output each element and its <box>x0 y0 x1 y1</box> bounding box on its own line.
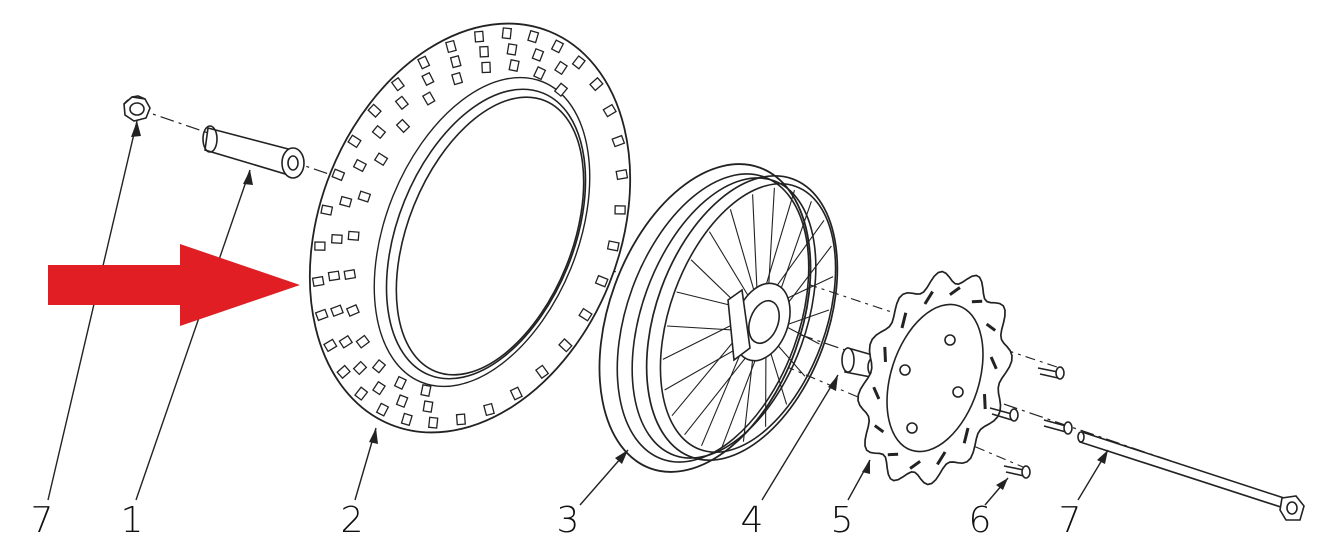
tread-block <box>429 417 438 428</box>
spacer-left-shape <box>203 126 304 178</box>
tread-block <box>451 56 461 68</box>
tread-block <box>321 205 332 215</box>
disc-slot <box>885 347 886 362</box>
label-axle-nut: 7 <box>31 503 54 539</box>
disc-slot <box>888 454 898 455</box>
brake-disc-shape <box>858 272 1012 485</box>
tread-block <box>315 242 325 250</box>
tread-block <box>507 44 516 55</box>
tread-block <box>457 414 466 425</box>
red-pointer-arrow <box>48 244 300 326</box>
tread-block <box>446 41 456 53</box>
tread-block <box>502 28 511 39</box>
tread-block <box>423 401 432 412</box>
disc-slot <box>985 394 986 409</box>
label-spacer-left: 1 <box>121 503 144 539</box>
tread-block <box>475 31 484 42</box>
tread-block <box>332 235 342 244</box>
label-spacer-right: 4 <box>741 503 764 539</box>
label-axle: 7 <box>1059 503 1082 539</box>
axle-shape <box>1078 432 1304 520</box>
label-disc-bolt: 6 <box>969 503 992 539</box>
tread-block <box>421 385 431 396</box>
tread-block <box>328 271 339 280</box>
tread-block <box>608 241 619 251</box>
tread-block <box>615 206 625 214</box>
tread-block <box>480 47 488 57</box>
tread-block <box>509 60 519 71</box>
tread-block <box>313 277 324 287</box>
tread-block <box>616 170 627 180</box>
label-brake-disc: 5 <box>831 503 854 539</box>
axle-nut-shape <box>124 96 150 121</box>
tread-block <box>484 404 494 416</box>
tread-block <box>482 62 490 72</box>
tread-block <box>340 197 352 207</box>
label-tire: 2 <box>341 503 364 539</box>
label-rim-wheel: 3 <box>557 503 580 539</box>
disc-slot <box>972 301 982 302</box>
tread-block <box>344 270 355 279</box>
tread-block <box>348 231 359 240</box>
